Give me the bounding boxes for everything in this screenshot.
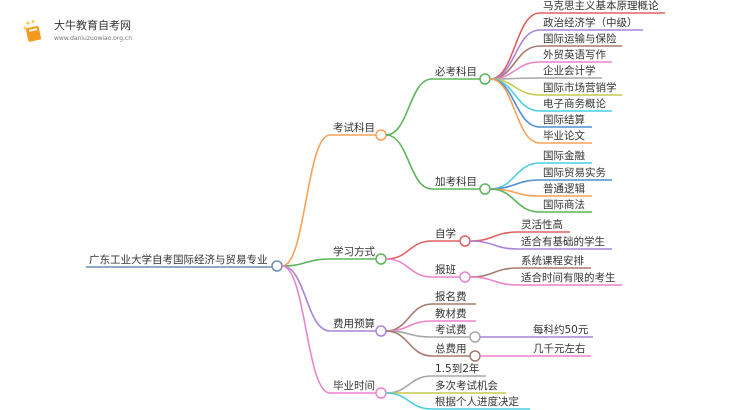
class-study-item-edge — [469, 276, 622, 286]
required-subject-item[interactable]: 马克思主义基本原理概论 — [543, 0, 659, 12]
budget-item-registration[interactable]: 报名费 — [435, 290, 467, 303]
additional-subject-item[interactable]: 普通逻辑 — [543, 182, 585, 195]
graduation-item[interactable]: 1.5到2年 — [435, 362, 479, 375]
required-subject-item[interactable]: 国际运输与保险 — [543, 32, 617, 45]
branch-exam-subjects-node-toggle[interactable] — [375, 129, 387, 141]
branch-exam-subjects-edge — [281, 134, 376, 267]
branch-study-method-edge — [281, 258, 376, 267]
graduation-item-edge — [385, 392, 530, 410]
class-study-item[interactable]: 适合时间有限的考生 — [521, 271, 616, 284]
branch-budget-edge — [281, 265, 376, 332]
logo-name: 大牛教育自考网 — [54, 19, 131, 32]
required-subjects-node-toggle[interactable] — [479, 73, 491, 85]
required-subject-item-edge — [489, 77, 602, 80]
class-study-node-toggle[interactable] — [459, 271, 471, 283]
exam-fee-detail[interactable]: 每科约50元 — [533, 323, 589, 336]
branch-graduation-node-toggle[interactable] — [375, 387, 387, 399]
additional-subject-item[interactable]: 国际贸易实务 — [543, 166, 606, 179]
required-subject-item[interactable]: 政治经济学（中级） — [543, 16, 638, 29]
additional-subjects-edge — [385, 134, 480, 190]
required-subject-item[interactable]: 企业会计学 — [543, 64, 596, 77]
class-study-item[interactable]: 系统课程安排 — [521, 254, 584, 267]
required-subject-item[interactable]: 毕业论文 — [543, 129, 585, 142]
book-logo-icon — [23, 20, 41, 42]
total-cost-detail[interactable]: 几千元左右 — [533, 342, 586, 355]
branch-budget[interactable]: 费用预算 — [333, 317, 375, 330]
required-subject-item-edge — [489, 12, 665, 80]
self-study[interactable]: 自学 — [435, 227, 456, 240]
additional-subject-item[interactable]: 国际金融 — [543, 149, 585, 162]
budget-item-total-edge — [385, 330, 470, 357]
class-study-edge — [385, 258, 460, 278]
additional-subject-item-edge — [489, 188, 592, 213]
branch-graduation[interactable]: 毕业时间 — [333, 379, 375, 392]
required-subject-item-edge — [489, 78, 592, 144]
graduation-item[interactable]: 多次考试机会 — [435, 379, 498, 392]
root-node-toggle[interactable] — [271, 260, 283, 272]
budget-item-exam-fee-node-toggle[interactable] — [469, 331, 481, 343]
branch-exam-subjects[interactable]: 考试科目 — [333, 121, 375, 134]
required-subject-item[interactable]: 外贸英语写作 — [543, 48, 606, 61]
budget-item-total-node-toggle[interactable] — [469, 350, 481, 362]
self-study-item[interactable]: 适合有基础的学生 — [521, 235, 605, 248]
required-subject-item[interactable]: 电子商务概论 — [543, 97, 606, 110]
graduation-item[interactable]: 根据个人进度决定 — [435, 395, 519, 408]
root-topic[interactable]: 广东工业大学自考国际经济与贸易专业 — [89, 253, 268, 266]
branch-study-method-node-toggle[interactable] — [375, 253, 387, 265]
self-study-item-edge — [469, 240, 612, 250]
budget-item-exam-fee[interactable]: 考试费 — [435, 323, 467, 336]
logo: 大牛教育自考网 www.daniuzuowiao.org.cn — [18, 14, 158, 48]
budget-item-total[interactable]: 总费用 — [435, 342, 467, 355]
logo-url: www.daniuzuowiao.org.cn — [54, 35, 133, 42]
branch-study-method[interactable]: 学习方式 — [333, 245, 375, 258]
additional-subjects-node-toggle[interactable] — [479, 183, 491, 195]
self-study-node-toggle[interactable] — [459, 235, 471, 247]
budget-item-textbook[interactable]: 教材费 — [435, 307, 467, 320]
branch-graduation-edge — [281, 265, 376, 394]
required-subjects[interactable]: 必考科目 — [435, 65, 477, 78]
class-study[interactable]: 报班 — [435, 263, 456, 276]
required-subject-item[interactable]: 国际结算 — [543, 113, 585, 126]
branch-budget-node-toggle[interactable] — [375, 325, 387, 337]
self-study-item[interactable]: 灵活性高 — [521, 218, 563, 231]
additional-subject-item[interactable]: 国际商法 — [543, 198, 585, 211]
additional-subjects[interactable]: 加考科目 — [435, 175, 477, 188]
self-study-edge — [385, 240, 460, 260]
required-subject-item[interactable]: 国际市场营销学 — [543, 81, 617, 94]
required-subjects-edge — [385, 78, 480, 136]
